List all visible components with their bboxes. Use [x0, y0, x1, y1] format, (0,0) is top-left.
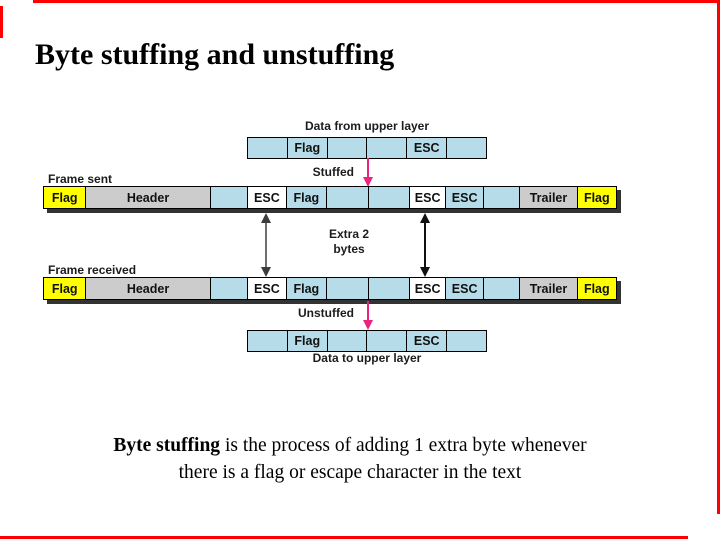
- label-extra-line2: bytes: [333, 242, 365, 256]
- cell-flag: Flag: [286, 187, 328, 208]
- cell-empty: [447, 138, 486, 158]
- caption: Byte stuffing is the process of adding 1…: [20, 432, 680, 486]
- cell-empty: [327, 331, 368, 351]
- cell-empty: [248, 138, 288, 158]
- label-extra-line1: Extra 2: [328, 227, 370, 241]
- caption-bold-term: Byte stuffing: [113, 435, 221, 456]
- cell-esc: ESC: [248, 187, 287, 208]
- cell-esc: ESC: [409, 278, 447, 299]
- cell-esc: ESC: [407, 138, 448, 158]
- page-title: Byte stuffing and unstuffing: [35, 38, 395, 71]
- cell-empty: [447, 331, 486, 351]
- cell-esc: ESC: [446, 187, 484, 208]
- red-border-top: [33, 0, 720, 3]
- cell-esc: ESC: [407, 331, 448, 351]
- cell-empty: [210, 187, 249, 208]
- extra-bytes-arrow-right-icon: [420, 213, 430, 277]
- label-frame-sent: Frame sent: [48, 172, 113, 186]
- cell-empty: [248, 331, 288, 351]
- caption-line1-rest: is the process of adding 1 extra byte wh…: [220, 435, 587, 456]
- label-extra-2-bytes: Extra 2 bytes: [304, 227, 394, 257]
- cell-empty: [369, 278, 410, 299]
- cell-esc: ESC: [248, 278, 287, 299]
- cell-esc: ESC: [446, 278, 484, 299]
- label-data-to-upper-layer: Data to upper layer: [312, 351, 422, 365]
- cell-flag: Flag: [577, 278, 617, 299]
- cell-header: Header: [86, 187, 211, 208]
- cell-empty: [210, 278, 249, 299]
- cell-empty: [327, 278, 370, 299]
- cell-empty: [367, 331, 408, 351]
- cell-flag: Flag: [44, 187, 87, 208]
- cell-empty: [483, 278, 521, 299]
- red-border-bottom: [0, 536, 688, 539]
- cell-empty: [327, 138, 368, 158]
- cell-header: Header: [86, 278, 211, 299]
- unstuffed-arrow-icon: [363, 301, 373, 330]
- stuffed-arrow-icon: [363, 158, 373, 187]
- label-unstuffed: Unstuffed: [298, 306, 354, 320]
- cell-empty: [369, 187, 410, 208]
- label-stuffed: Stuffed: [312, 165, 354, 179]
- cell-flag: Flag: [44, 278, 87, 299]
- cell-flag: Flag: [577, 187, 617, 208]
- cell-flag: Flag: [287, 331, 328, 351]
- caption-line2: there is a flag or escape character in t…: [178, 462, 522, 483]
- extra-bytes-arrow-left-icon: [261, 213, 271, 277]
- data-row-top: Flag ESC: [247, 137, 487, 159]
- cell-flag: Flag: [286, 278, 328, 299]
- red-border-left: [0, 6, 3, 38]
- cell-flag: Flag: [287, 138, 328, 158]
- label-data-from-upper-layer: Data from upper layer: [304, 119, 430, 133]
- cell-empty: [367, 138, 408, 158]
- red-border-right: [717, 0, 720, 514]
- cell-esc: ESC: [409, 187, 447, 208]
- cell-trailer: Trailer: [520, 278, 578, 299]
- label-frame-received: Frame received: [48, 263, 137, 277]
- cell-empty: [483, 187, 521, 208]
- cell-trailer: Trailer: [520, 187, 578, 208]
- cell-empty: [327, 187, 370, 208]
- data-row-bottom: Flag ESC: [247, 330, 487, 352]
